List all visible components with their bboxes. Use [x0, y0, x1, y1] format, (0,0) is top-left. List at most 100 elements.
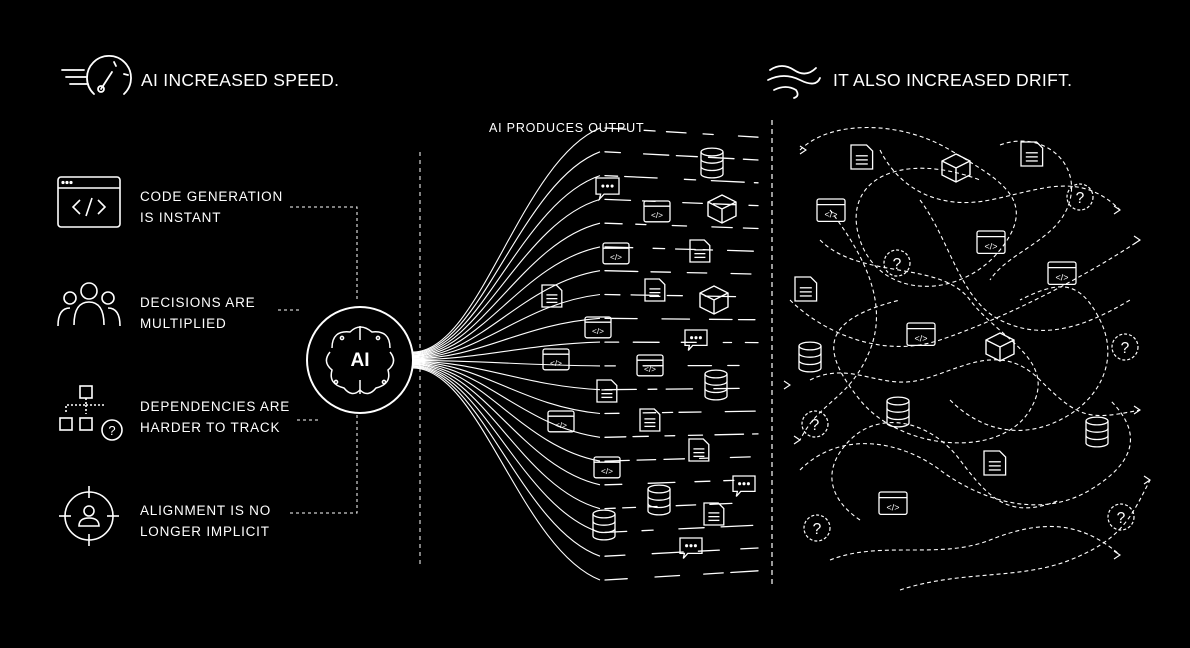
code-window-icon: </> [547, 410, 575, 433]
code-window-icon: </> [602, 242, 630, 265]
svg-text:</>: </> [887, 502, 900, 512]
point-line: CODE GENERATION [140, 189, 284, 204]
point-alignment: ALIGNMENT IS NO LONGER IMPLICIT [140, 500, 271, 542]
stream-dash [740, 547, 759, 550]
chat-bubble-icon [595, 177, 620, 202]
svg-text:</>: </> [550, 358, 562, 368]
code-window-icon: </> [593, 456, 621, 479]
drift-path [919, 199, 1131, 331]
fan-line [412, 293, 601, 359]
fan-line [412, 198, 601, 356]
database-icon [1085, 416, 1109, 448]
stream-dash [651, 551, 684, 555]
svg-text:</>: </> [555, 420, 567, 430]
stream-dash [729, 456, 751, 459]
point-code-generation: CODE GENERATION IS INSTANT [140, 186, 283, 228]
drift-path [799, 209, 878, 441]
code-window-icon: </> [584, 316, 612, 339]
drift-arrowhead [799, 145, 807, 155]
database-icon [798, 341, 822, 373]
stream-dash [622, 506, 637, 509]
point-line: DEPENDENCIES ARE [140, 399, 291, 414]
fan-line [412, 359, 601, 367]
code-window-icon: </> [906, 322, 936, 347]
chat-bubble-icon [679, 537, 703, 559]
document-icon [703, 502, 725, 526]
drift-arrowhead [1133, 235, 1141, 245]
code-window-icon: </> [1047, 261, 1077, 286]
document-icon [639, 408, 661, 432]
stream-dash [675, 504, 697, 507]
drift-path [829, 526, 1121, 561]
cube-icon [699, 285, 729, 315]
fan-line [412, 127, 601, 353]
drift-arrowhead [1143, 475, 1151, 485]
point-line: LONGER IMPLICIT [140, 524, 270, 539]
stream-dash [711, 226, 733, 229]
stream-dash [643, 129, 656, 132]
svg-text:?: ? [813, 521, 822, 538]
fan-line [412, 246, 601, 357]
stream-dash [654, 574, 681, 578]
stream-dash [604, 554, 626, 557]
point-line: IS INSTANT [140, 210, 222, 225]
stream-dash [675, 154, 698, 158]
stream-dash [671, 224, 688, 227]
chat-bubble-icon [684, 329, 708, 351]
svg-text:?: ? [1121, 340, 1130, 357]
stream-dash [742, 158, 759, 161]
stream-dash [682, 201, 703, 205]
database-icon [700, 147, 724, 179]
drift-path [899, 479, 1151, 591]
drift-arrowhead [1133, 405, 1141, 415]
document-icon [689, 239, 711, 263]
fan-line [412, 364, 601, 486]
stream-dash [604, 270, 639, 273]
stream-dash [663, 458, 686, 461]
stream-dash [730, 272, 752, 275]
svg-text:?: ? [1076, 190, 1085, 207]
svg-text:</>: </> [601, 466, 613, 476]
drift-arrowhead [783, 380, 791, 390]
code-window-icon: </> [542, 348, 570, 371]
fan-line [412, 175, 601, 355]
stream-dash [694, 480, 711, 483]
question-icon: ? [1066, 183, 1094, 211]
people-group-icon [57, 282, 121, 327]
stream-dash [726, 249, 754, 252]
fan-line [412, 365, 601, 533]
stream-dash [665, 131, 687, 134]
svg-text:</>: </> [915, 333, 928, 343]
document-icon [596, 379, 618, 403]
point-line: ALIGNMENT IS NO [140, 503, 272, 518]
stream-dash [604, 151, 622, 154]
svg-text:</>: </> [825, 209, 838, 219]
stream-dash [642, 153, 670, 156]
cube-icon [707, 194, 737, 224]
document-icon [688, 438, 710, 462]
document-icon [983, 450, 1007, 476]
stream-dash [624, 175, 658, 179]
code-window-icon: </> [816, 198, 846, 223]
document-icon [1020, 141, 1044, 167]
document-icon [850, 144, 874, 170]
chat-bubble-icon [732, 475, 756, 497]
stream-dash [683, 178, 697, 181]
drift-arrowhead [1113, 205, 1121, 215]
stream-dash [604, 174, 619, 177]
dependency-tree-icon [59, 385, 123, 441]
database-icon [647, 484, 671, 516]
stream-dash [707, 156, 735, 160]
code-window-icon [57, 176, 121, 228]
stream-dash [710, 179, 745, 183]
fan-line [412, 360, 601, 391]
stream-dash [703, 572, 724, 575]
fan-line [412, 341, 601, 361]
document-icon [794, 276, 818, 302]
drift-path [799, 126, 1017, 287]
stream-dash [674, 248, 696, 251]
drift-path [831, 422, 1061, 521]
left-heading: AI INCREASED SPEED. [141, 70, 340, 90]
point-line: MULTIPLIED [140, 316, 227, 331]
